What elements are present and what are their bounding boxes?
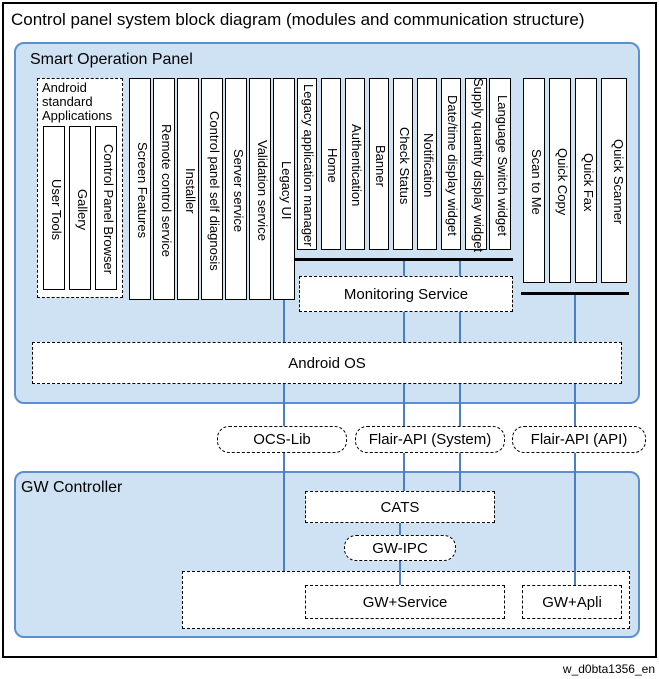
app-quick-scanner: Quick Scanner: [601, 78, 627, 283]
app-user-tools: User Tools: [43, 126, 65, 290]
android-standard-applications-label: Android standard Applications: [42, 81, 112, 123]
app-quick-copy: Quick Copy: [549, 78, 571, 283]
module-notification: Notification: [417, 78, 437, 250]
app-control-panel-browser: Control Panel Browser: [95, 126, 117, 290]
reference-id: w_d0bta1356_en: [562, 662, 655, 676]
app-scan-to-me: Scan to Me: [523, 78, 545, 283]
module-legacy-ui: Legacy UI: [273, 78, 295, 300]
module-authentication: Authentication: [345, 78, 365, 250]
module-legacy-application-manager: Legacy application manager: [297, 78, 317, 250]
flair-api-api: Flair-API (API): [512, 426, 646, 453]
monitoring-service: Monitoring Service: [299, 276, 513, 312]
android-os: Android OS: [32, 342, 622, 384]
module-screen-features: Screen Features: [129, 78, 151, 300]
android-label-line-3: Applications: [42, 108, 113, 123]
flair-api-system: Flair-API (System): [355, 426, 505, 453]
ui-modules-bus: [295, 258, 513, 261]
gw-service: GW+Service: [305, 585, 505, 619]
gw-apli: GW+Apli: [522, 585, 622, 619]
ocs-lib: OCS-Lib: [217, 426, 347, 453]
diagram-title: Control panel system block diagram (modu…: [11, 10, 585, 29]
smart-operation-panel-title: Smart Operation Panel: [30, 51, 193, 68]
android-label-line-1: Android: [42, 80, 87, 95]
app-gallery: Gallery: [69, 126, 91, 290]
module-banner: Banner: [369, 78, 389, 250]
cats: CATS: [305, 491, 495, 523]
android-label-line-2: standard: [42, 94, 93, 109]
module-home: Home: [321, 78, 341, 250]
app-quick-fax: Quick Fax: [575, 78, 597, 283]
module-language-switch-widget: Language Switch widget: [489, 78, 511, 250]
module-datetime-display-widget: Date/time display widget: [441, 78, 461, 250]
gw-ipc: GW-IPC: [344, 535, 456, 561]
apps-bus: [521, 292, 629, 295]
module-server-service: Server service: [225, 78, 247, 300]
module-validation-service: Validation service: [249, 78, 271, 300]
diagram-frame: [2, 2, 657, 658]
module-control-panel-self-diagnosis: Control panel self diagnosis: [201, 78, 223, 300]
gw-controller-title: GW Controller: [21, 479, 123, 496]
module-check-status: Check Status: [393, 78, 413, 250]
module-supply-quantity-display-widget: Supply quantity display widget: [465, 78, 487, 253]
module-installer: Installer: [177, 78, 199, 300]
module-remote-control-service: Remote control service: [153, 78, 175, 300]
